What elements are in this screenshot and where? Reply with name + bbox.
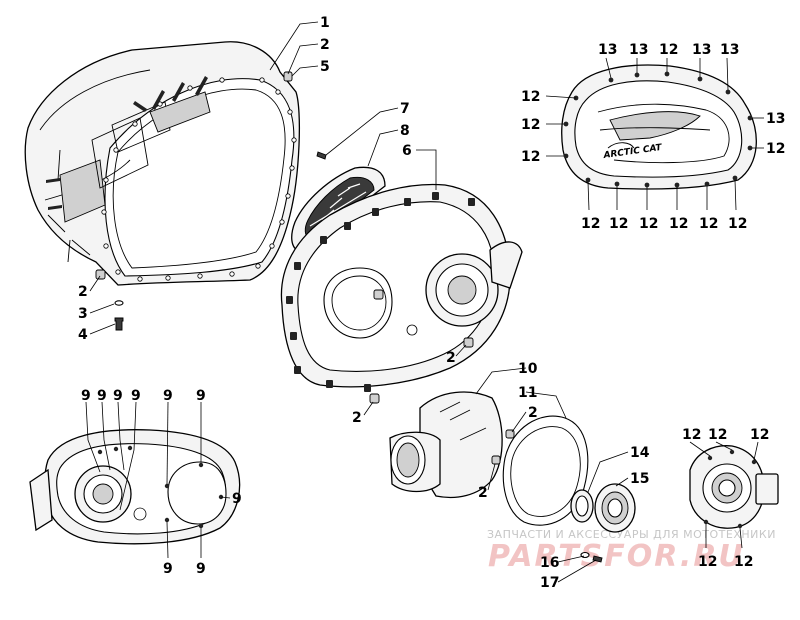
callout-10: 10	[518, 361, 538, 377]
callout-11: 11	[518, 385, 537, 401]
callout-7: 7	[400, 101, 410, 117]
callout-17: 17	[540, 575, 559, 591]
callout-12: 12	[581, 216, 600, 232]
gasket	[502, 415, 589, 526]
callout-2: 2	[528, 405, 538, 421]
callout-12: 12	[521, 117, 540, 133]
callout-12: 12	[699, 216, 718, 232]
inner-clutch-case	[24, 41, 300, 286]
callout-12: 12	[708, 427, 727, 443]
callout-12: 12	[698, 554, 717, 570]
callout-16: 16	[540, 555, 559, 571]
callout-3: 3	[78, 306, 88, 322]
callout-12: 12	[682, 427, 701, 443]
callout-9: 9	[232, 491, 242, 507]
callout-12: 12	[766, 141, 785, 157]
watermark-site: PARTSFOR.RU	[488, 539, 745, 574]
callout-5: 5	[320, 59, 330, 75]
drive-belt-cover	[280, 183, 523, 392]
callout-2: 2	[78, 284, 88, 300]
callout-8: 8	[400, 123, 410, 139]
callout-9: 9	[196, 561, 206, 577]
callout-13: 13	[629, 42, 648, 58]
callout-2: 2	[352, 410, 362, 426]
seal-bearing-group	[570, 483, 636, 563]
watermark-tagline: ЗАПЧАСТИ И АКСЕССУАРЫ ДЛЯ МОТОТЕХНИКИ	[487, 528, 776, 541]
callout-9: 9	[113, 388, 123, 404]
callout-12: 12	[728, 216, 747, 232]
callout-12: 12	[659, 42, 678, 58]
callout-12: 12	[609, 216, 628, 232]
callout-13: 13	[692, 42, 711, 58]
callout-9: 9	[163, 561, 173, 577]
callout-12: 12	[521, 89, 540, 105]
callout-13: 13	[598, 42, 617, 58]
callout-2: 2	[446, 350, 456, 366]
inner-case-fasteners	[95, 71, 293, 331]
callout-4: 4	[78, 327, 88, 343]
watermark: ЗАПЧАСТИ И АКСЕССУАРЫ ДЛЯ МОТОТЕХНИКИ PA…	[487, 528, 776, 574]
callout-9: 9	[131, 388, 141, 404]
callout-12: 12	[669, 216, 688, 232]
callout-13: 13	[766, 111, 785, 127]
callout-2: 2	[478, 485, 488, 501]
callout-9: 9	[196, 388, 206, 404]
callout-15: 15	[630, 471, 649, 487]
callout-12: 12	[734, 554, 753, 570]
callout-9: 9	[81, 388, 91, 404]
callout-14: 14	[630, 445, 650, 461]
leader-lines	[85, 21, 764, 583]
intake-duct-cover	[389, 391, 515, 499]
callout-9: 9	[163, 388, 173, 404]
callout-12: 12	[639, 216, 658, 232]
drive-cover-dowels	[369, 289, 474, 404]
small-cover-view	[689, 445, 779, 529]
callout-9: 9	[97, 388, 107, 404]
callout-1: 1	[320, 15, 330, 31]
callout-12: 12	[521, 149, 540, 165]
callout-6: 6	[402, 143, 412, 159]
callout-2: 2	[320, 37, 330, 53]
callout-labels: 1 2 5 2 3 4 7 8 6 2 2 10 11 2 2 14 15 16…	[78, 15, 785, 591]
callout-13: 13	[720, 42, 739, 58]
callout-12: 12	[750, 427, 769, 443]
inner-cover-face-view	[29, 429, 241, 545]
outer-cover-top-view: ARCTIC CAT	[561, 64, 757, 190]
